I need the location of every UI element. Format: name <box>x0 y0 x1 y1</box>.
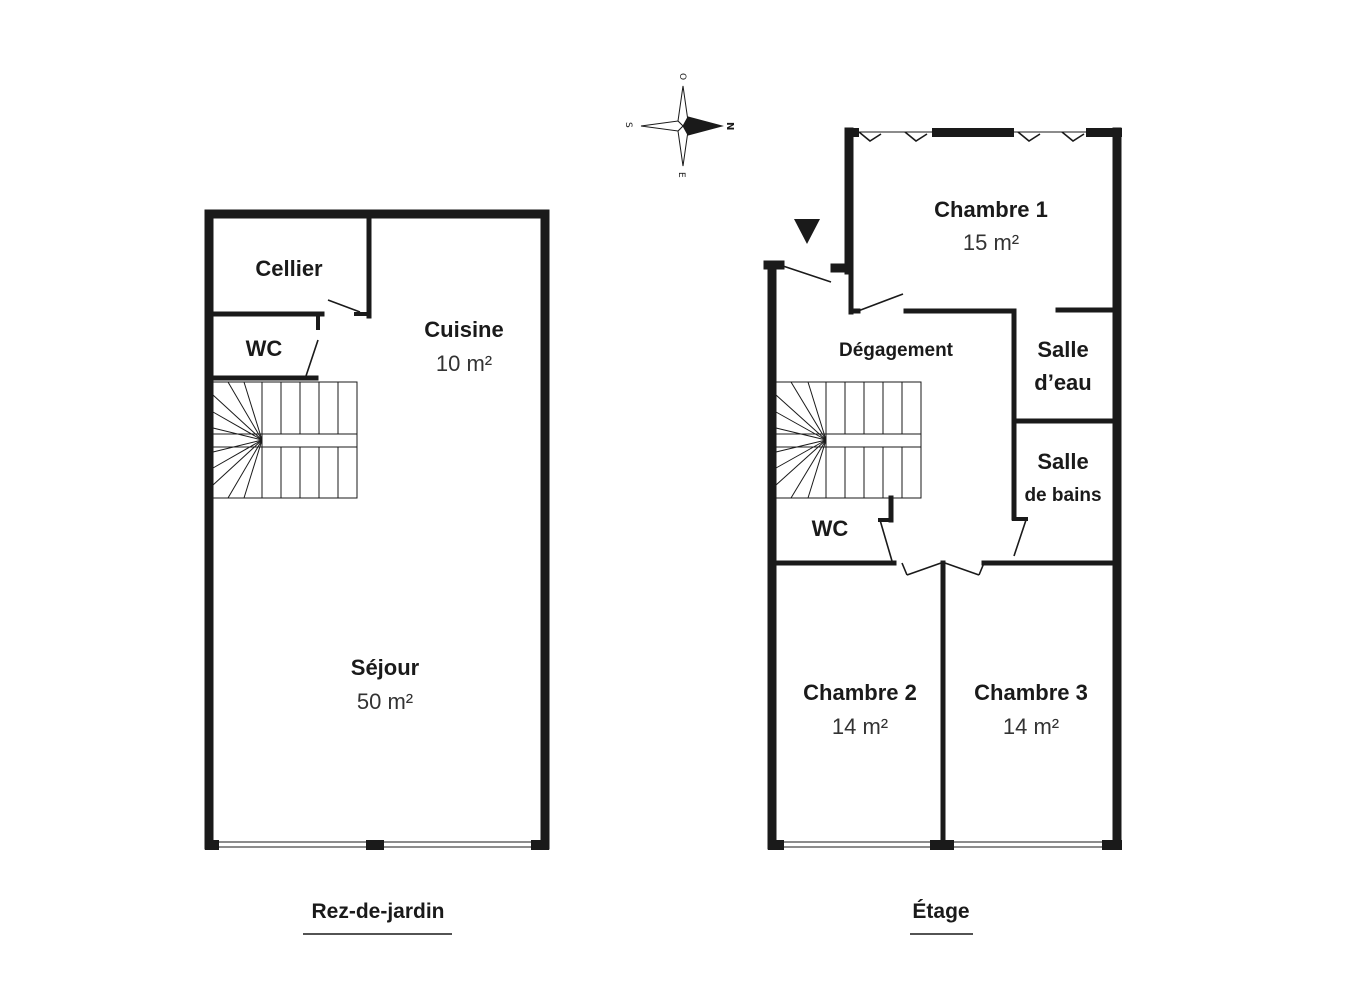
staircase-ground <box>212 381 358 499</box>
ground-floor-plan: Cellier WC Cuisine 10 m² Séjour 50 m² Re… <box>204 209 550 935</box>
floor-title-upper: Étage <box>912 900 969 923</box>
room-label-salle-deau-line2: d’eau <box>1034 370 1091 395</box>
room-area-cuisine: 10 m² <box>436 351 492 376</box>
staircase-upper <box>775 381 922 499</box>
room-area-chambre-2: 14 m² <box>832 714 888 739</box>
upper-floor-plan: Chambre 1 15 m² Dégagement Salle d’eau S… <box>763 127 1122 935</box>
compass-rose-icon: N S O E <box>623 73 735 178</box>
room-label-chambre-2: Chambre 2 <box>803 680 917 705</box>
compass-north-label: N <box>724 122 735 130</box>
room-label-cellier: Cellier <box>255 256 323 281</box>
room-label-salle-de-bains-line2: de bains <box>1024 485 1101 506</box>
compass-west-label: O <box>677 73 687 80</box>
room-area-chambre-3: 14 m² <box>1003 714 1059 739</box>
room-label-degagement: Dégagement <box>839 340 954 361</box>
room-label-chambre-1: Chambre 1 <box>934 197 1048 222</box>
compass-south-label: S <box>623 122 633 128</box>
room-label-wc-upper: WC <box>812 516 849 541</box>
room-label-cuisine: Cuisine <box>424 317 503 342</box>
room-label-wc-ground: WC <box>246 336 283 361</box>
room-area-sejour: 50 m² <box>357 689 413 714</box>
room-area-chambre-1: 15 m² <box>963 230 1019 255</box>
entrance-arrow-icon <box>794 219 820 244</box>
room-label-salle-deau: Salle <box>1037 337 1088 362</box>
floor-title-ground: Rez-de-jardin <box>311 900 444 923</box>
room-label-chambre-3: Chambre 3 <box>974 680 1088 705</box>
room-label-sejour: Séjour <box>351 655 420 680</box>
compass-east-label: E <box>676 172 686 178</box>
room-label-salle-de-bains: Salle <box>1037 449 1088 474</box>
